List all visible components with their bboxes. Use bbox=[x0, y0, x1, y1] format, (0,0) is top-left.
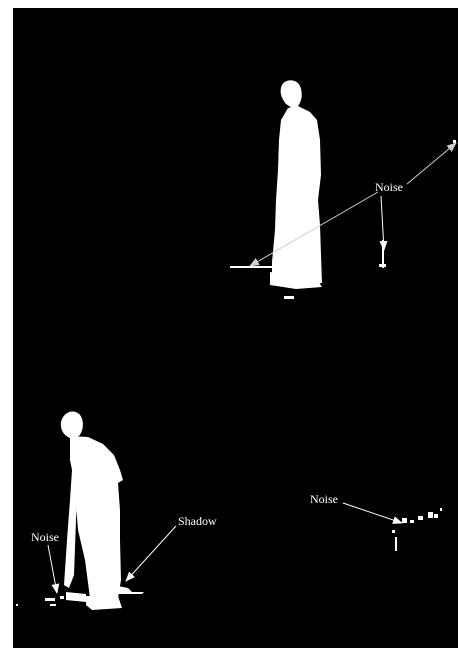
bottom-shadow-label: Shadow bbox=[178, 514, 217, 528]
bottom-noise-right-label: Noise bbox=[310, 492, 338, 506]
top-noise-label: Noise bbox=[375, 180, 403, 194]
mask-background bbox=[13, 8, 458, 648]
bottom-noise-left-label: Noise bbox=[31, 530, 59, 544]
